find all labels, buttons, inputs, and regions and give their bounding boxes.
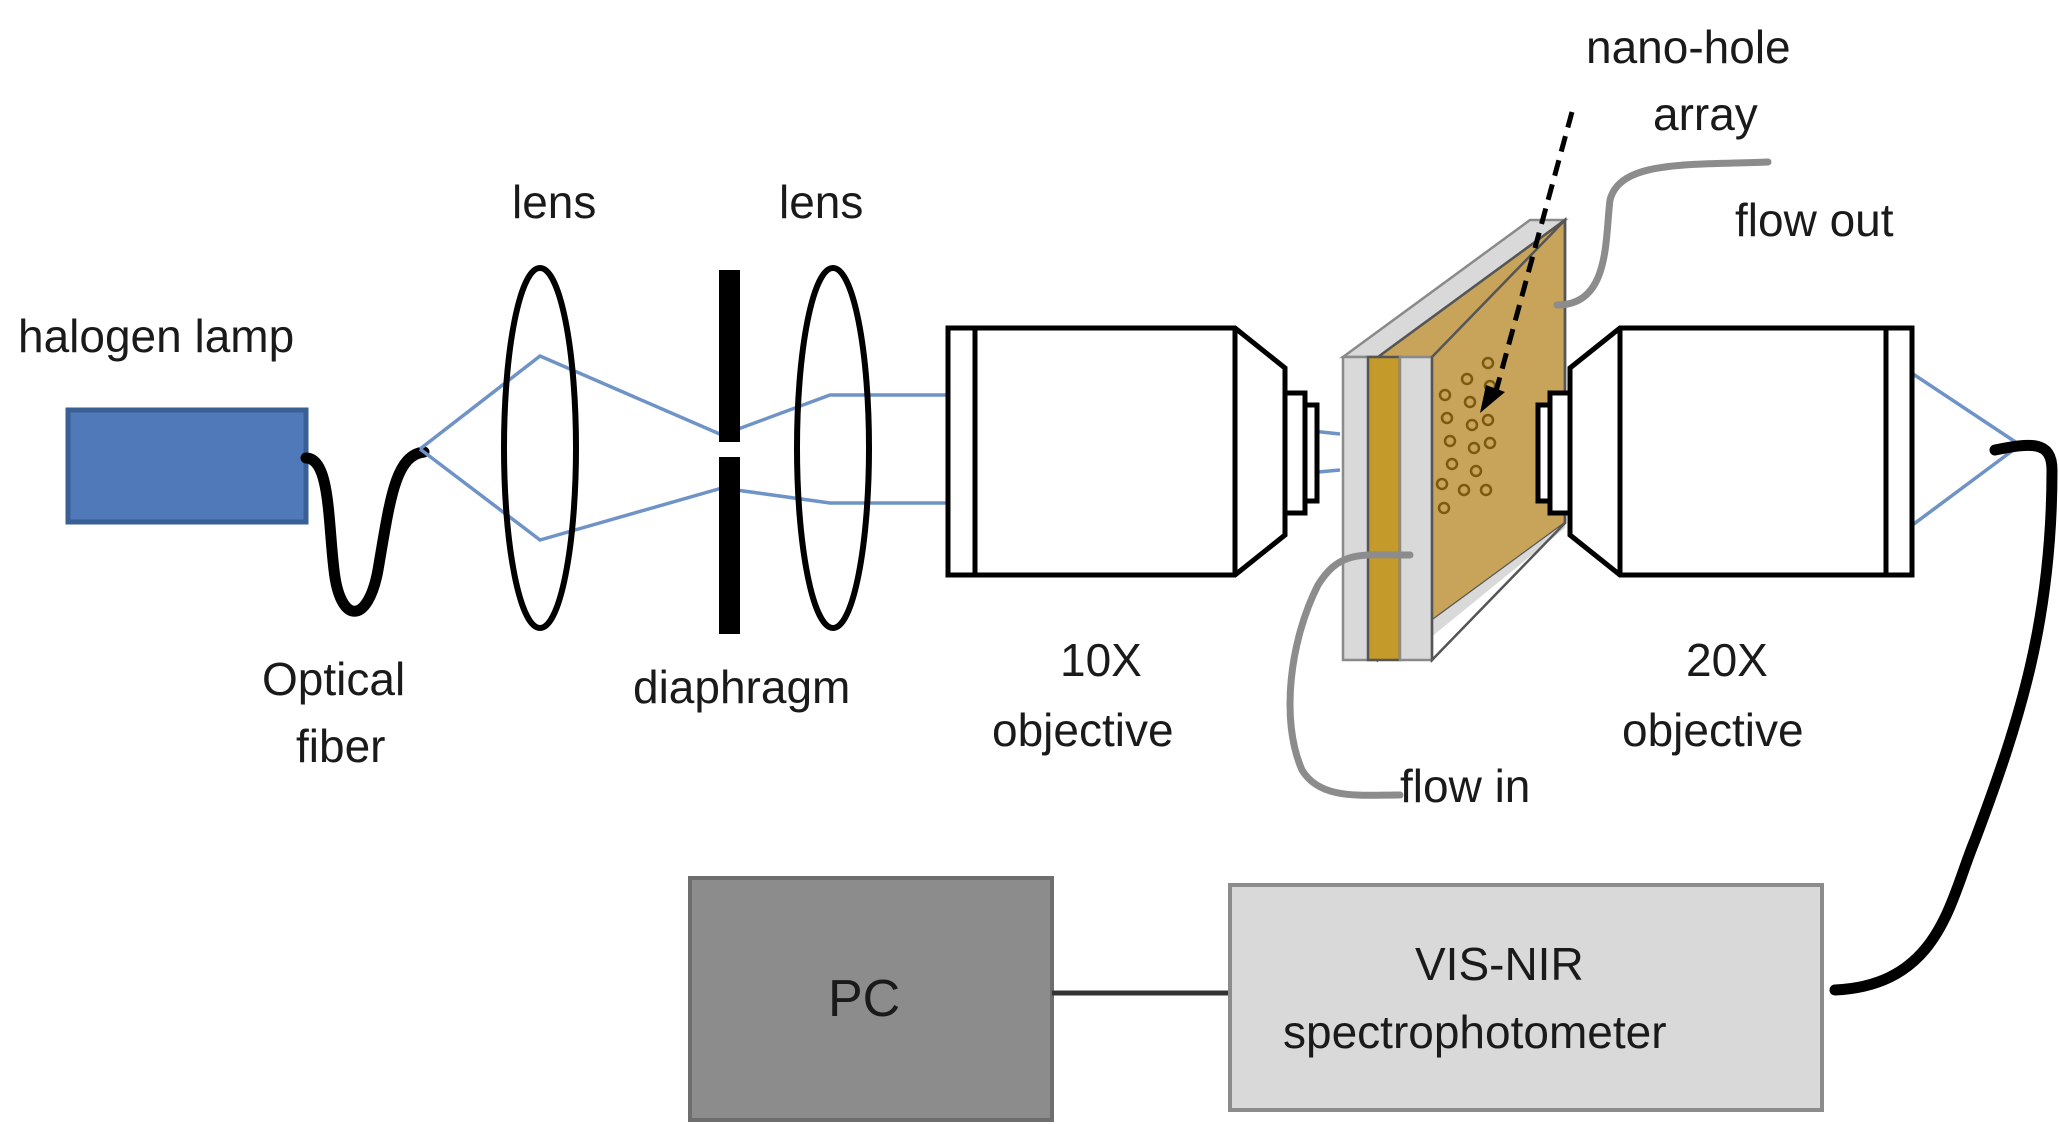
lens-1-label: lens	[512, 176, 596, 228]
objective-20x-label-line1: 20X	[1686, 634, 1768, 686]
flow-out-label: flow out	[1735, 194, 1894, 246]
optical-fiber-label-line1: Optical	[262, 653, 405, 705]
lens-1	[501, 265, 579, 631]
lens-2	[794, 265, 872, 631]
flow-in-label: flow in	[1400, 760, 1530, 812]
pc-box	[688, 876, 1054, 1122]
objective-10x-label-line2: objective	[992, 704, 1174, 756]
spectrophotometer-label-line2: spectrophotometer	[1283, 1006, 1667, 1058]
spectrophotometer-label-line1: VIS-NIR	[1415, 938, 1584, 990]
flow-out-tube	[1553, 158, 1772, 309]
diaphragm-label: diaphragm	[633, 661, 850, 713]
objective-10x-label-line1: 10X	[1060, 634, 1142, 686]
objective-10x	[945, 325, 1320, 578]
lens-2-label: lens	[779, 176, 863, 228]
spectrophotometer-box	[1228, 883, 1824, 1112]
objective-20x-label-line2: objective	[1622, 704, 1804, 756]
output-optical-fiber	[1829, 439, 2058, 996]
diaphragm-upper-blade	[719, 270, 740, 442]
nano-hole-label-line1: nano-hole	[1586, 21, 1791, 73]
flow-in-tube	[1286, 551, 1414, 799]
objective-20x	[1535, 325, 1915, 578]
diaphragm-lower-blade	[719, 457, 740, 634]
nano-hole-label-line2: array	[1653, 88, 1758, 140]
halogen-lamp-label: halogen lamp	[18, 310, 294, 362]
optical-fiber-label-line2: fiber	[296, 720, 385, 772]
halogen-lamp-box	[65, 407, 309, 525]
flow-cell	[1339, 216, 1569, 664]
pc-label: PC	[828, 970, 900, 1028]
nano-hole-pointer-arrow	[1480, 111, 1575, 413]
optical-fiber-cable	[300, 446, 430, 617]
